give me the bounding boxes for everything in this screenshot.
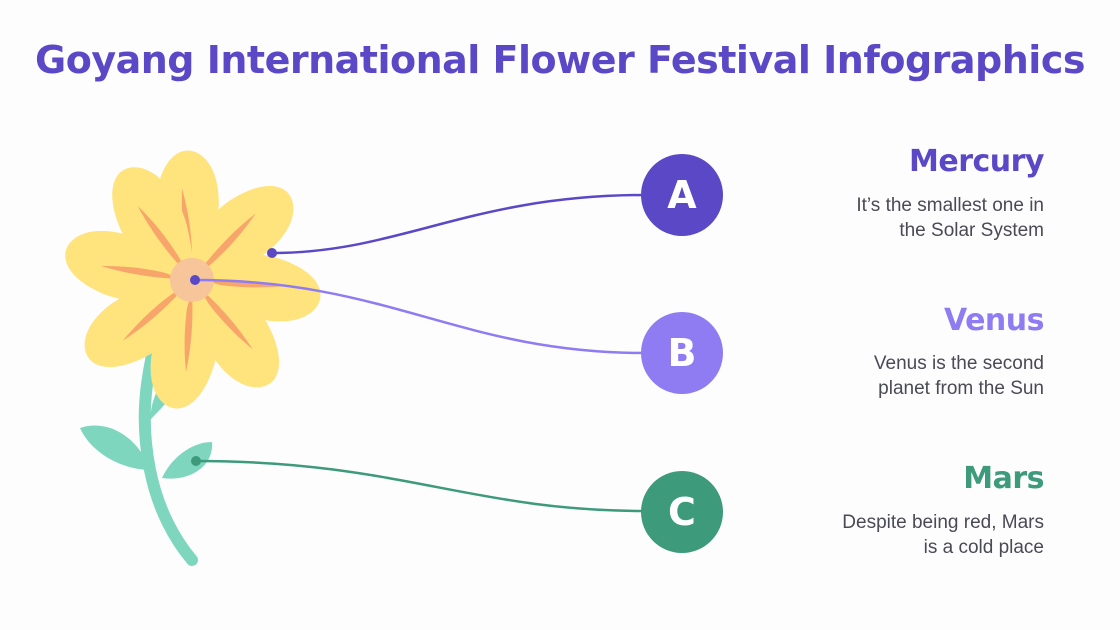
item-desc-mars-line1: Despite being red, Mars xyxy=(842,512,1044,533)
petal-4 xyxy=(191,280,280,388)
badge-b: B xyxy=(641,312,723,394)
item-desc-mercury-line1: It’s the smallest one in xyxy=(856,195,1044,216)
item-title-venus: Venus xyxy=(944,303,1045,338)
item-desc-mercury-line2: the Solar System xyxy=(899,220,1044,241)
badge-b-letter: B xyxy=(667,331,697,375)
item-title-mars: Mars xyxy=(963,461,1044,496)
badge-a-letter: A xyxy=(667,173,697,217)
flower-petals xyxy=(65,150,321,409)
item-desc-mercury: It’s the smallest one in the Solar Syste… xyxy=(744,193,1044,243)
item-desc-mars-line2: is a cold place xyxy=(923,537,1044,558)
petal-7 xyxy=(65,230,192,301)
badge-c-letter: C xyxy=(668,490,696,534)
item-desc-venus: Venus is the second planet from the Sun xyxy=(744,351,1044,401)
item-title-mercury: Mercury xyxy=(909,144,1045,179)
connector-line-a xyxy=(271,193,646,255)
connector-line-b xyxy=(194,278,646,355)
leaf-right-icon xyxy=(162,442,213,479)
leaf-left-icon xyxy=(80,425,150,470)
petal-5 xyxy=(150,280,218,409)
item-desc-venus-line1: Venus is the second xyxy=(873,353,1044,374)
item-desc-mars: Despite being red, Mars is a cold place xyxy=(744,510,1044,560)
connector-line-c xyxy=(195,459,646,513)
connector-dot-c xyxy=(191,456,201,466)
petal-2 xyxy=(191,186,294,281)
connector-dot-b xyxy=(190,275,200,285)
petal-6 xyxy=(84,279,192,368)
badge-c: C xyxy=(641,471,723,553)
petal-8 xyxy=(112,167,194,280)
badge-a: A xyxy=(641,154,723,236)
connector-lines xyxy=(190,193,646,513)
connector-dot-a xyxy=(267,248,277,258)
page-title: Goyang International Flower Festival Inf… xyxy=(35,38,1085,82)
item-desc-venus-line2: planet from the Sun xyxy=(878,378,1044,399)
